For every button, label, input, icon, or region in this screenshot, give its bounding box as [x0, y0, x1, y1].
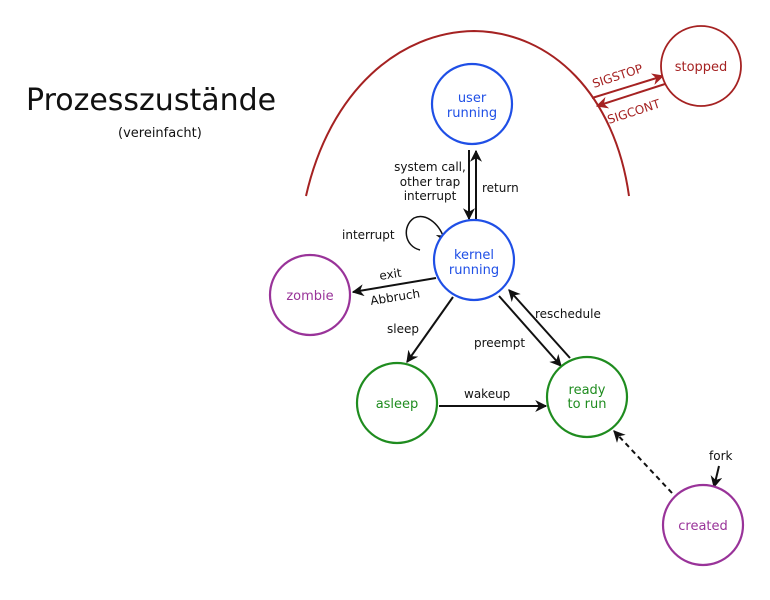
label-sigstop: SIGSTOP [591, 61, 645, 90]
svg-text:to run: to run [567, 397, 606, 412]
label-preempt: preempt [474, 336, 525, 350]
state-kernel-running: kernel running [432, 218, 516, 302]
label-sleep: sleep [387, 322, 419, 336]
edge-sigcont [595, 83, 666, 109]
state-zombie: zombie [268, 253, 352, 337]
label-wakeup: wakeup [464, 387, 510, 401]
edge-created-to-ready [613, 430, 673, 494]
label-reschedule: reschedule [535, 307, 601, 321]
svg-text:interrupt: interrupt [404, 189, 457, 203]
svg-text:zombie: zombie [286, 289, 333, 304]
state-created: created [661, 483, 745, 567]
state-ready-to-run: ready to run [545, 355, 629, 439]
label-return: return [482, 181, 519, 195]
label-interrupt: interrupt [342, 228, 395, 242]
edge-fork [710, 465, 723, 489]
edge-preempt [498, 295, 562, 367]
running-boundary-arc [305, 29, 630, 197]
diagram-subtitle: (vereinfacht) [118, 126, 202, 141]
svg-text:created: created [678, 519, 728, 534]
svg-text:asleep: asleep [376, 397, 419, 412]
svg-text:stopped: stopped [675, 60, 728, 75]
svg-text:user: user [458, 91, 487, 106]
svg-text:running: running [449, 263, 499, 278]
edge-sleep [406, 296, 454, 363]
diagram-title: Prozesszustände [26, 83, 276, 118]
label-fork: fork [709, 449, 733, 463]
svg-text:ready: ready [569, 383, 606, 398]
label-abort: Abbruch [369, 286, 421, 308]
svg-text:running: running [447, 106, 497, 121]
state-asleep: asleep [355, 361, 439, 445]
edge-exit [351, 277, 437, 297]
svg-text:other trap: other trap [400, 175, 460, 189]
state-stopped: stopped [660, 25, 742, 107]
label-exit: exit [378, 266, 403, 283]
state-user-running: user running [430, 62, 514, 146]
edge-interrupt-loop [405, 216, 445, 251]
edge-reschedule [508, 289, 571, 359]
svg-text:kernel: kernel [454, 248, 494, 263]
edge-sigstop [591, 73, 665, 99]
svg-text:system call,: system call, [394, 160, 466, 174]
label-syscall: system call, other trap interrupt [394, 160, 466, 203]
